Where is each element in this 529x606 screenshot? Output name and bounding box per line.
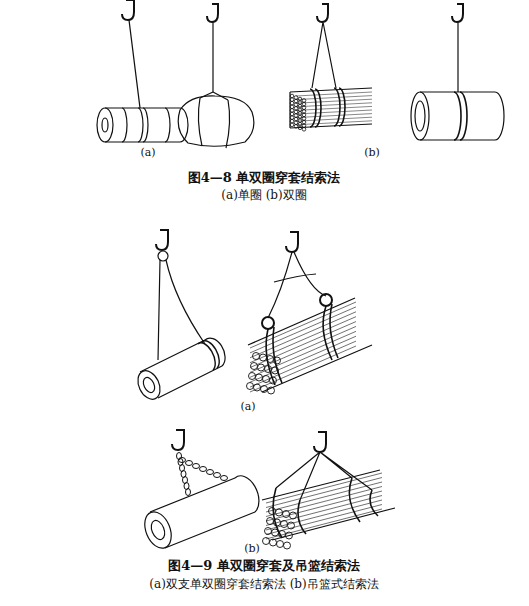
rod-line [296, 106, 372, 110]
chain-link [193, 464, 200, 469]
pipe-line [266, 491, 382, 521]
rod-end [290, 123, 294, 127]
pipe-line [266, 509, 382, 539]
rod-end [290, 98, 294, 102]
rod-end [294, 99, 298, 103]
single-loop-cylinder [97, 0, 188, 142]
chain-loop-cylinder [140, 430, 259, 552]
rod-end [298, 97, 302, 101]
pipe-end [283, 511, 290, 518]
rod-line [296, 92, 372, 96]
pipe-end [290, 512, 297, 519]
pipe-end [284, 542, 291, 549]
rod-end [290, 105, 294, 109]
rod-end [294, 114, 298, 118]
pipe-end [268, 387, 275, 394]
figure-part-label: (b) [244, 542, 260, 555]
chain-link [214, 473, 221, 478]
rod-end [294, 107, 298, 111]
figure-subcaption: (a)双支单双圈穿套结索法 (b)吊篮式结索法 [149, 577, 378, 591]
rod-end [290, 112, 294, 116]
double-loop-rod-bundle [290, 4, 372, 131]
rod-end [298, 115, 302, 119]
figure-part-label: (b) [364, 146, 380, 159]
rod-line [296, 114, 372, 118]
pipe-end [249, 373, 256, 380]
rod-end [294, 96, 298, 100]
rod-end [298, 126, 302, 130]
pipe-end [277, 541, 284, 548]
pipe-line [266, 482, 382, 512]
pipe-end [288, 522, 295, 529]
pipe-end [281, 521, 288, 528]
figure-part-label: (a) [140, 146, 155, 159]
rod-end [302, 128, 306, 132]
pipe-line [266, 505, 382, 535]
pipe-end [276, 509, 283, 516]
rod-line [296, 110, 372, 114]
pipe-line [266, 473, 382, 503]
rod-end [298, 112, 302, 116]
pipe-end [261, 386, 268, 393]
rod-end [294, 110, 298, 114]
rod-end [294, 117, 298, 121]
pipe-end [260, 354, 267, 361]
rod-end [294, 121, 298, 125]
figure-part-label: (a) [240, 400, 255, 413]
pipe-end [270, 539, 277, 546]
rod-end [298, 108, 302, 112]
pipe-line [266, 500, 382, 530]
chain-link [200, 467, 207, 472]
rod-line [296, 117, 372, 121]
rod-end [290, 101, 294, 105]
pipe-end [254, 384, 261, 391]
rod-end [298, 122, 302, 126]
chain-link [221, 476, 228, 481]
pipe-line [266, 478, 382, 508]
rod-end [290, 119, 294, 123]
pipe-end [253, 353, 260, 360]
two-leg-single-loop-tube [134, 230, 225, 403]
chain-link [207, 470, 214, 475]
figure-caption: 图4—8 单双圈穿套结索法 [188, 170, 341, 186]
pipe-end [247, 383, 254, 390]
pipe-end [286, 532, 293, 539]
pipe-line [266, 487, 382, 517]
rod-line [296, 96, 372, 100]
chain-link [186, 461, 193, 466]
pipe-end [267, 518, 274, 525]
pipe-end [265, 528, 272, 535]
pipe-end [269, 508, 276, 515]
basket-sling-bundle [262, 432, 395, 549]
rod-end [298, 101, 302, 105]
pipe-end [263, 376, 270, 383]
rod-end [294, 125, 298, 129]
rod-line [296, 121, 372, 125]
pipe-end [256, 374, 263, 381]
rod-end [290, 109, 294, 113]
rod-line [296, 99, 372, 103]
rod-end [298, 104, 302, 108]
figure-subcaption: (a)单圈 (b)双圈 [221, 188, 306, 202]
double-loop-tube [411, 4, 504, 140]
rod-line [296, 103, 372, 107]
pipe-end [263, 538, 270, 545]
single-loop-bag [178, 4, 254, 148]
rod-end [298, 119, 302, 123]
rod-end [290, 94, 294, 98]
chain-link [186, 489, 191, 496]
two-leg-double-loop-bundle [247, 232, 373, 394]
rod-end [294, 103, 298, 107]
pipe-end [251, 363, 258, 370]
figure-caption: 图4—9 单双圈穿套及吊篮结索法 [168, 558, 360, 574]
rod-end [290, 116, 294, 120]
pipe-end [258, 364, 265, 371]
